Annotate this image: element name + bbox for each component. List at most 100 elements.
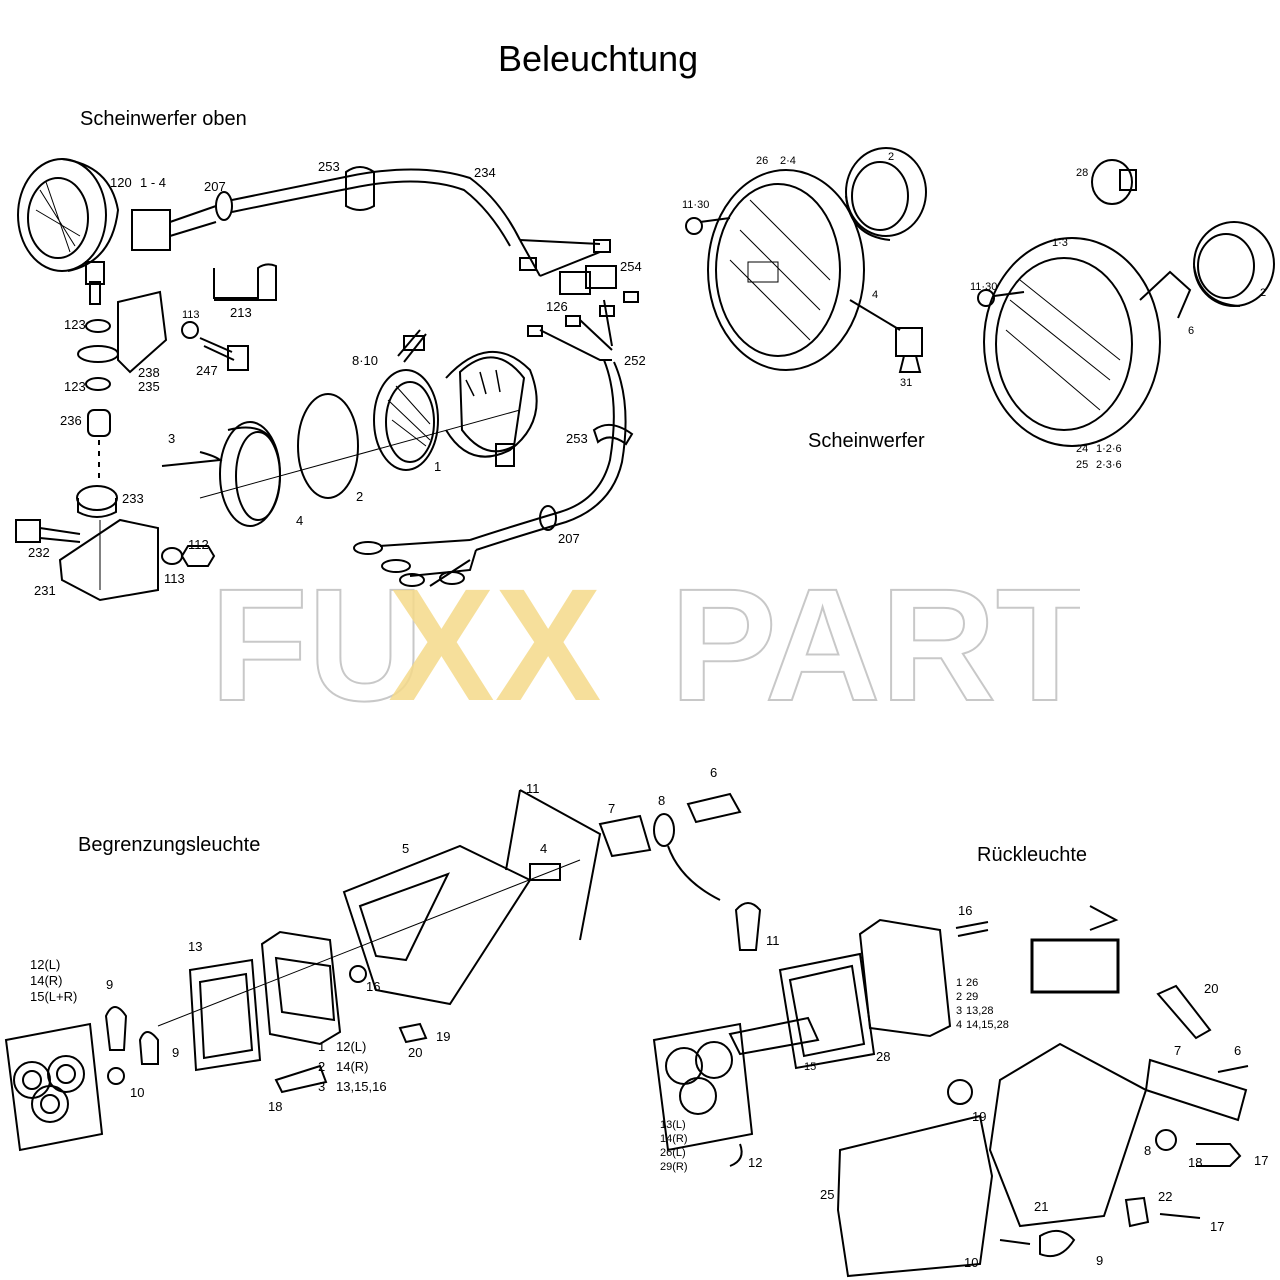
part-label-2: 2 xyxy=(888,151,895,163)
part-label-12-l: 12(L) xyxy=(30,957,61,972)
part-label-22: 22 xyxy=(1158,1189,1173,1204)
part-label-24-range: 1·2·6 xyxy=(1096,443,1122,455)
part-label-19: 19 xyxy=(436,1029,451,1044)
section-heading-begrenzungsleuchte: Begrenzungsleuchte xyxy=(78,834,261,856)
part-label-234: 234 xyxy=(474,165,496,180)
key-value-1: 26 xyxy=(966,977,979,989)
part-label-113: 113 xyxy=(182,309,200,321)
part-label-120: 120 xyxy=(110,175,132,190)
part-label-20: 20 xyxy=(1204,981,1219,996)
part-label-253-lower: 253 xyxy=(566,431,588,446)
part-label-8-10: 8·10 xyxy=(352,353,379,368)
part-label-2-second: 2 xyxy=(1260,287,1267,299)
key-value-3: 13,28 xyxy=(966,1005,994,1017)
part-label-25-range: 2·3·6 xyxy=(1096,459,1122,471)
key-number-1: 1 xyxy=(318,1039,326,1054)
part-label-213: 213 xyxy=(230,305,252,320)
part-label-6: 6 xyxy=(710,765,718,780)
part-label-12: 12 xyxy=(748,1155,763,1170)
lens-label-26-l: 26(L) xyxy=(660,1147,686,1159)
part-label-120-range: 1 - 4 xyxy=(140,175,167,190)
part-label-31: 31 xyxy=(900,377,913,389)
part-label-7: 7 xyxy=(1174,1043,1182,1058)
mounting-bracket-drawing xyxy=(15,290,216,602)
watermark-prefix: FU xyxy=(210,560,423,720)
part-label-207-lower: 207 xyxy=(558,531,580,546)
watermark-middle: XX xyxy=(388,560,601,720)
part-label-21: 21 xyxy=(1034,1199,1049,1214)
part-label-252: 252 xyxy=(624,353,646,368)
part-label-10: 10 xyxy=(130,1085,145,1100)
part-label-18: 18 xyxy=(1188,1155,1203,1170)
key-value-2: 29 xyxy=(966,991,979,1003)
part-label-9-second: 9 xyxy=(172,1045,180,1060)
part-label-19: 19 xyxy=(972,1109,987,1124)
lens-label-13-l: 13(L) xyxy=(660,1119,686,1131)
part-label-14-r: 14(R) xyxy=(30,973,63,988)
key-value-2: 14(R) xyxy=(336,1059,369,1074)
part-label-233: 233 xyxy=(122,491,144,506)
section-heading-scheinwerfer-oben: Scheinwerfer oben xyxy=(80,108,247,130)
key-number-2: 2 xyxy=(318,1059,326,1074)
part-label-13: 13 xyxy=(188,939,203,954)
part-label-26: 26 xyxy=(756,155,769,167)
part-label-28: 28 xyxy=(1076,167,1089,179)
part-label-247: 247 xyxy=(196,363,218,378)
part-label-18: 18 xyxy=(268,1099,283,1114)
part-label-24: 24 xyxy=(1076,443,1089,455)
part-label-231: 231 xyxy=(34,583,56,598)
part-label-11: 11 xyxy=(766,933,780,948)
part-label-254: 254 xyxy=(620,259,642,274)
key-number-2: 2 xyxy=(956,991,963,1003)
part-label-25: 25 xyxy=(1076,459,1089,471)
part-label-7: 7 xyxy=(608,801,616,816)
screw-and-clip-drawing xyxy=(131,191,277,371)
part-label-4: 4 xyxy=(296,513,304,528)
watermark-suffix: PARTS xyxy=(670,560,1080,720)
part-label-123: 123 xyxy=(64,317,86,332)
part-label-25: 25 xyxy=(820,1187,835,1202)
part-label-1: 1 xyxy=(434,459,442,474)
part-label-17: 17 xyxy=(1254,1153,1269,1168)
round-headlamp-2-drawing xyxy=(977,159,1275,447)
part-label-112: 112 xyxy=(188,537,209,552)
part-label-11-30-second: 11·30 xyxy=(970,281,998,293)
key-value-3: 13,15,16 xyxy=(336,1079,387,1094)
part-label-8: 8 xyxy=(658,793,666,808)
part-label-1-3: 1·3 xyxy=(1052,237,1068,249)
key-value-1: 12(L) xyxy=(336,1039,367,1054)
part-label-11-30: 11·30 xyxy=(682,199,710,211)
part-label-16: 16 xyxy=(958,903,973,918)
fuxxparts-watermark: FU XX PARTS xyxy=(210,560,1080,720)
part-label-26-range: 2·4 xyxy=(780,155,796,167)
part-label-5: 5 xyxy=(402,841,410,856)
part-label-6: 6 xyxy=(1188,325,1195,337)
lens-label-29-r: 29(R) xyxy=(660,1161,688,1173)
part-label-28: 28 xyxy=(876,1049,891,1064)
part-label-236: 236 xyxy=(60,413,82,428)
part-label-9: 9 xyxy=(1096,1253,1104,1268)
part-label-238: 238 xyxy=(138,365,160,380)
key-number-3: 3 xyxy=(318,1079,326,1094)
part-label-16: 16 xyxy=(366,979,381,994)
part-label-126: 126 xyxy=(546,299,568,314)
key-number-1: 1 xyxy=(956,977,963,989)
key-number-3: 3 xyxy=(956,1005,963,1017)
part-label-123-lower: 123 xyxy=(64,379,86,394)
part-label-6: 6 xyxy=(1234,1043,1242,1058)
key-value-4: 14,15,28 xyxy=(966,1019,1009,1031)
part-label-235: 235 xyxy=(138,379,160,394)
lens-label-14-r: 14(R) xyxy=(660,1133,688,1145)
marker-lamp-drawing xyxy=(4,789,742,1152)
part-label-20: 20 xyxy=(408,1045,423,1060)
part-label-4: 4 xyxy=(872,289,879,301)
round-headlamp-1-drawing xyxy=(685,147,927,373)
part-label-253: 253 xyxy=(318,159,340,174)
part-label-207: 207 xyxy=(204,179,226,194)
part-label-15: 15 xyxy=(804,1061,817,1073)
part-label-10: 10 xyxy=(964,1255,979,1270)
part-label-11: 11 xyxy=(526,781,540,796)
section-heading-rueckleuchte: Rückleuchte xyxy=(977,844,1088,866)
work-lamp-drawing xyxy=(17,158,120,305)
